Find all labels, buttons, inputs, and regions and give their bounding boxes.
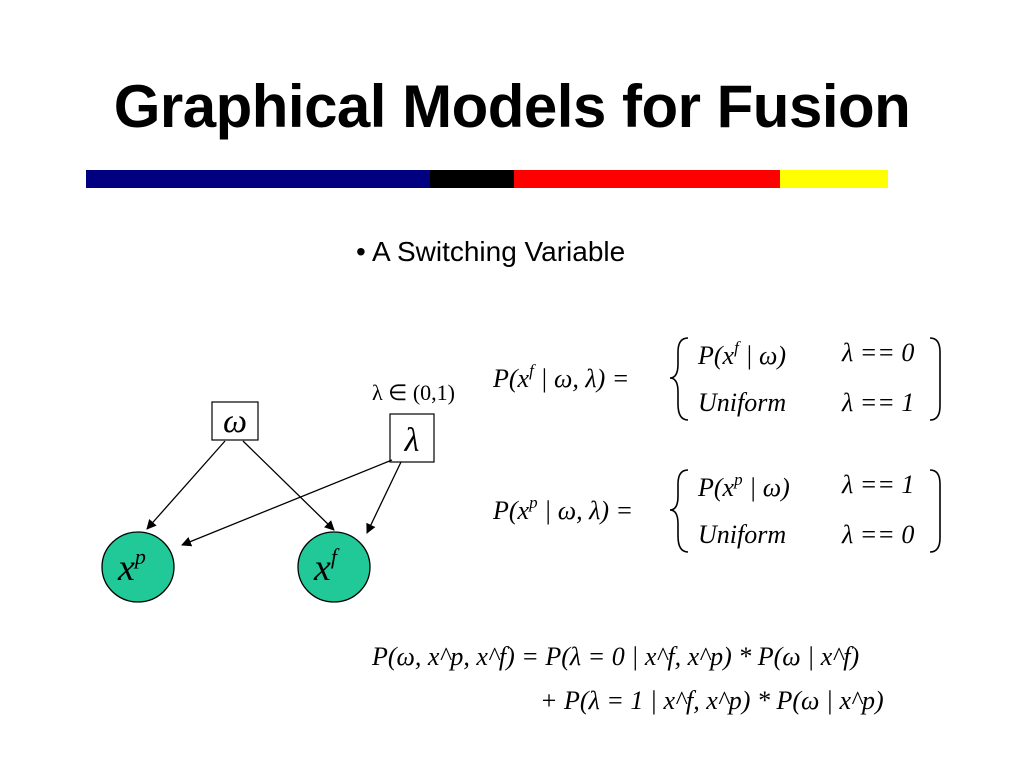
eq3-line1: P(ω, x^p, x^f) = P(λ = 0 | x^f, x^p) * P… bbox=[372, 642, 860, 671]
eq2-left-brace bbox=[669, 469, 689, 553]
eq1-case2: Uniform bbox=[698, 388, 787, 417]
eq1-right-bracket bbox=[929, 337, 941, 421]
title-rule-black bbox=[430, 170, 514, 188]
eq2-case2: Uniform bbox=[698, 520, 787, 549]
omega-node-box bbox=[211, 401, 259, 441]
eq1-case1: P(xf | ω) bbox=[698, 338, 786, 370]
eq1-left-brace bbox=[669, 337, 689, 421]
slide-title: Graphical Models for Fusion bbox=[113, 73, 911, 140]
eq2-case2-condition: λ == 0 bbox=[842, 520, 915, 549]
lambda-node-box bbox=[389, 413, 435, 463]
omega-node-label: ω bbox=[223, 403, 247, 440]
eq3-line2: + P(λ = 1 | x^f, x^p) * P(ω | x^p) bbox=[540, 686, 884, 715]
title-rule-red bbox=[514, 170, 780, 188]
eq1-case2-condition: λ == 1 bbox=[842, 388, 915, 417]
bullet-switching-variable: • A Switching Variable bbox=[356, 236, 626, 267]
eq2-right-bracket bbox=[929, 469, 941, 553]
xf-node-label: xf bbox=[313, 544, 340, 589]
eq2-lhs: P(xp | ω, λ) = bbox=[493, 493, 634, 525]
edge-omega-to-xp bbox=[146, 440, 226, 530]
edge-omega-to-xf bbox=[242, 440, 335, 531]
xf-node bbox=[297, 531, 371, 603]
edge-lambda-to-xf bbox=[366, 461, 402, 534]
title-rule-navy bbox=[86, 170, 430, 188]
lambda-domain-label: λ ∈ (0,1) bbox=[372, 380, 455, 405]
lambda-node-label: λ bbox=[404, 422, 420, 459]
eq2-case1-condition: λ == 1 bbox=[842, 470, 915, 499]
xp-node bbox=[101, 531, 175, 603]
title-rule-yellow bbox=[780, 170, 888, 188]
eq2-case1: P(xp | ω) bbox=[698, 470, 790, 502]
eq1-lhs: P(xf | ω, λ) = bbox=[493, 361, 630, 393]
edge-lambda-to-xp bbox=[181, 459, 393, 547]
xp-node-label: xp bbox=[117, 544, 146, 589]
eq1-case1-condition: λ == 0 bbox=[842, 338, 915, 367]
